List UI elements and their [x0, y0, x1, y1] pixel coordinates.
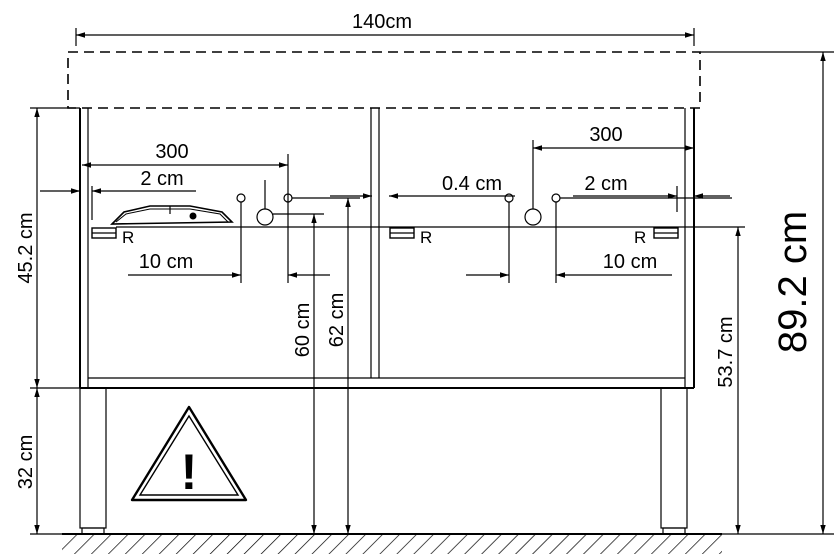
- rail-label-center: R: [420, 228, 432, 247]
- leg-height-label: 32 cm: [15, 435, 37, 489]
- upper-height-label: 45.2 cm: [15, 212, 37, 283]
- cabinet-height-label: 89.2 cm: [771, 211, 815, 353]
- center-04-label: 0.4 cm: [442, 173, 502, 195]
- drain-hole-icon: [236, 140, 561, 226]
- rail-label-right: R: [634, 228, 646, 247]
- siphon-icon: [110, 205, 234, 225]
- right-10cm-label: 10 cm: [603, 251, 657, 273]
- height-60-label: 60 cm: [292, 303, 314, 357]
- right-300-label: 300: [589, 124, 622, 146]
- warning-mark: !: [181, 444, 198, 500]
- cabinet-legs: [79, 387, 688, 535]
- rail-height-label: 53.7 cm: [715, 316, 737, 387]
- warning-triangle-icon: [130, 405, 248, 502]
- right-2cm-label: 2 cm: [584, 173, 627, 195]
- cabinet-body: [79, 108, 695, 389]
- left-10cm-label: 10 cm: [139, 251, 193, 273]
- rail-bracket-icon: [91, 227, 679, 239]
- floor-hatching: [62, 533, 722, 554]
- total-width-label: 140cm: [352, 11, 412, 33]
- left-300-label: 300: [155, 141, 188, 163]
- extension-lines: [30, 28, 834, 535]
- rail-label-left: R: [122, 228, 134, 247]
- countertop-outline: [67, 51, 701, 109]
- height-62-label: 62 cm: [326, 293, 348, 347]
- dimension-lines: [34, 32, 826, 534]
- left-2cm-label: 2 cm: [140, 168, 183, 190]
